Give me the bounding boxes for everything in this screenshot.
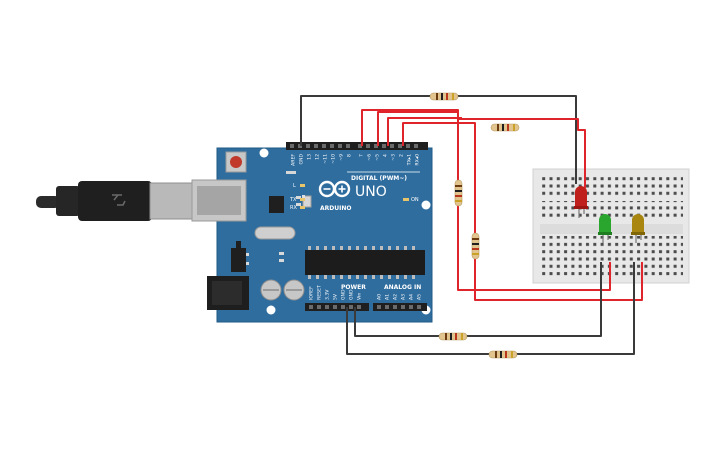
- usb-plug-metal: [149, 182, 193, 220]
- led-green-body: [599, 214, 611, 233]
- pin-label: Vin: [357, 293, 363, 300]
- digital-pin-label: 8: [347, 154, 353, 157]
- on-led-label: ON: [411, 197, 419, 203]
- resistor-top[interactable]: [429, 92, 459, 101]
- pin-label: IOREF: [309, 286, 315, 300]
- led-red[interactable]: [574, 186, 588, 218]
- mounting-hole-icon: [266, 305, 276, 315]
- pin-label: A3: [401, 294, 407, 300]
- breadboard-rows-bottom: [540, 257, 683, 279]
- pin-label: A4: [409, 294, 415, 300]
- brand-text: ARDUINO: [320, 205, 351, 212]
- power-header-label: POWER: [341, 284, 366, 291]
- digital-pin-label: 12: [315, 154, 321, 160]
- usb-cable-grip: [56, 186, 80, 216]
- pin-label: A1: [385, 294, 391, 300]
- crystal-oscillator: [254, 226, 296, 240]
- resistor-vertical-1[interactable]: [454, 179, 463, 207]
- l-led-icon: [300, 184, 305, 187]
- digital-pin-label: ~9: [339, 154, 345, 161]
- digital-pin-label: ~10: [331, 154, 337, 164]
- atmega328-chip: [305, 250, 425, 275]
- tx-led-label: TX: [289, 197, 297, 203]
- pin-label: A2: [393, 294, 399, 300]
- on-led-icon: [403, 198, 409, 201]
- resistor-middle[interactable]: [490, 123, 520, 132]
- wire-gnd-bottom-1[interactable]: [354, 262, 602, 337]
- breadboard-rows-lower: [540, 236, 683, 255]
- led-red-body: [575, 186, 587, 207]
- digital-pin-label: 4: [383, 154, 389, 157]
- analog-header-label: ANALOG IN: [384, 284, 421, 291]
- regulator-chip: [231, 248, 246, 272]
- breadboard-center-gap: [540, 224, 683, 234]
- uno-logo-text: UNO: [355, 184, 387, 200]
- rx-led-icon: [300, 206, 305, 209]
- led-yellow[interactable]: [631, 214, 645, 243]
- digital-pin-label: ~3: [391, 154, 397, 161]
- resistor-bottom-1[interactable]: [438, 332, 468, 341]
- digital-header[interactable]: [286, 142, 428, 150]
- rx-led-label: RX: [290, 205, 297, 211]
- resistor-bottom-2[interactable]: [488, 350, 518, 359]
- power-jack-inner: [212, 281, 242, 305]
- led-green[interactable]: [598, 214, 612, 243]
- digital-pin-label: GND: [299, 154, 305, 165]
- l-led-label: L: [293, 183, 296, 189]
- digital-pin-label: 7: [359, 154, 365, 157]
- mounting-hole-icon: [421, 200, 431, 210]
- analog-header[interactable]: [373, 303, 427, 311]
- pin-label: GND: [341, 289, 347, 300]
- led-yellow-body: [632, 214, 644, 233]
- digital-pin-label: ~5: [375, 154, 381, 161]
- usb-cable[interactable]: [36, 181, 193, 221]
- pin-label: 3.3V: [325, 289, 331, 300]
- pin-label: A5: [417, 294, 423, 300]
- usb-plug-body: [78, 181, 152, 221]
- arduino-infinity-logo-icon: [318, 180, 351, 198]
- digital-pin-label: RX◂0: [415, 154, 421, 166]
- pin-label: GND: [349, 289, 355, 300]
- digital-pin-label: ~6: [367, 154, 373, 161]
- usb-symbol-icon: [112, 194, 126, 206]
- pin-label: 5V: [333, 293, 339, 300]
- breadboard-rows-upper: [540, 201, 683, 220]
- digital-header-label: DIGITAL (PWM~): [351, 175, 407, 182]
- digital-pin-label: TX▸1: [407, 154, 413, 166]
- digital-pin-label: ~11: [323, 154, 329, 164]
- pin-label: A0: [377, 294, 383, 300]
- digital-pin-label: 13: [307, 154, 313, 160]
- wire-pin7[interactable]: [361, 109, 586, 188]
- digital-pin-label: AREF: [291, 154, 297, 166]
- pin-label: RESET: [317, 285, 323, 300]
- usb-cable-strain: [36, 196, 60, 208]
- breadboard-rows-top: [540, 175, 683, 199]
- wire-pin4[interactable]: [387, 117, 462, 146]
- resistor-vertical-2[interactable]: [471, 232, 480, 260]
- reset-button-cap[interactable]: [230, 156, 242, 168]
- usb-chip: [269, 196, 284, 213]
- wire-pin3[interactable]: [402, 122, 643, 301]
- mounting-hole-icon: [259, 148, 269, 158]
- digital-pin-label: 2: [399, 154, 405, 157]
- tx-led-icon: [300, 198, 305, 201]
- usb-b-jack-inner: [197, 186, 241, 215]
